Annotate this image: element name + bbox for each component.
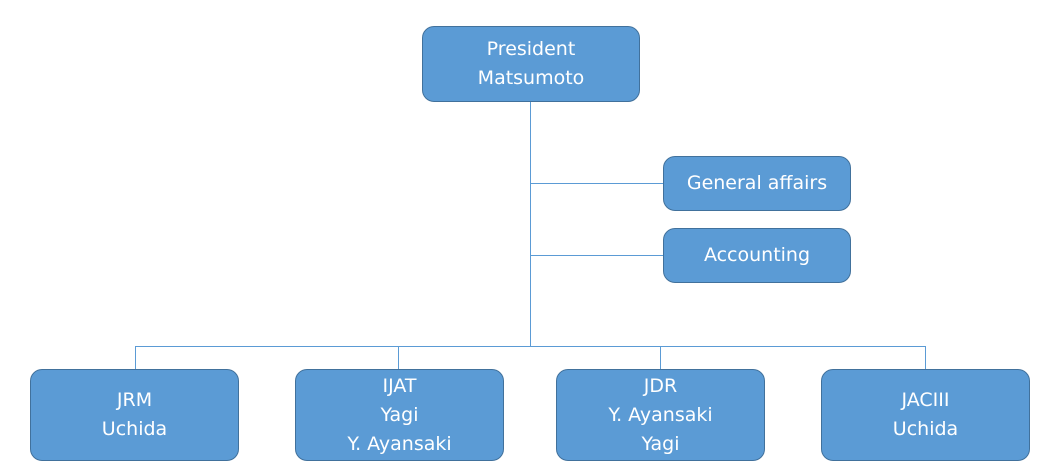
connector-president-trunk <box>530 102 531 346</box>
president-box: President Matsumoto <box>422 26 640 102</box>
division-jrm-member: Uchida <box>101 418 168 440</box>
general-affairs-label: General affairs <box>686 172 828 194</box>
connector-division-ijat <box>398 346 399 370</box>
president-title: President <box>486 38 576 60</box>
general-affairs-box: General affairs <box>663 156 851 211</box>
division-jaciii-box: JACIII Uchida <box>821 369 1030 461</box>
division-ijat-member: Y. Ayansaki <box>347 432 452 455</box>
accounting-label: Accounting <box>703 244 811 266</box>
division-jdr-member: Yagi <box>641 432 680 455</box>
division-ijat-title: IJAT <box>382 374 417 397</box>
connector-division-jdr <box>660 346 661 370</box>
division-jaciii-member: Uchida <box>892 418 959 440</box>
division-jdr-title: JDR <box>643 374 678 397</box>
division-ijat-member: Yagi <box>380 403 419 426</box>
division-jdr-box: JDR Y. Ayansaki Yagi <box>556 369 765 461</box>
president-name: Matsumoto <box>477 67 585 89</box>
connector-accounting <box>530 255 664 256</box>
connector-division-jaciii <box>925 346 926 370</box>
connector-division-jrm <box>135 346 136 370</box>
division-jrm-title: JRM <box>116 389 153 411</box>
connector-general-affairs <box>530 183 664 184</box>
division-jrm-box: JRM Uchida <box>30 369 239 461</box>
connector-divisions-bus <box>135 346 926 347</box>
division-jdr-member: Y. Ayansaki <box>608 403 713 426</box>
accounting-box: Accounting <box>663 228 851 283</box>
division-ijat-box: IJAT Yagi Y. Ayansaki <box>295 369 504 461</box>
division-jaciii-title: JACIII <box>901 389 950 411</box>
